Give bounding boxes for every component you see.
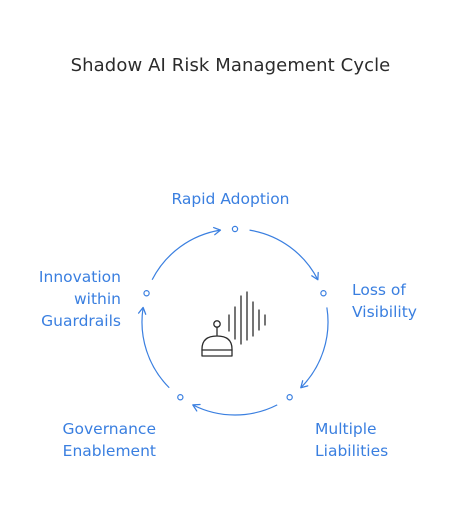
stage-marker-dot (320, 290, 327, 297)
cycle-arrow-arc (137, 306, 170, 389)
stage-label-governance-enablement: Governance Enablement (10, 418, 156, 462)
stage-label-line: Innovation (38, 268, 121, 286)
stage-label-line: Multiple (315, 420, 377, 438)
stage-label-line: Rapid Adoption (171, 190, 290, 208)
robot-with-sound-wave-icon (201, 291, 266, 357)
cycle-arrow-arc (249, 229, 319, 281)
stage-label-multiple-liabilities: Multiple Liabilities (315, 418, 388, 462)
stage-label-innovation-within-guardrails: Innovation within Guardrails (0, 266, 121, 332)
diagram-title: Shadow AI Risk Management Cycle (70, 55, 391, 76)
stage-marker-dot (177, 394, 184, 401)
stage-label-rapid-adoption: Rapid Adoption (0, 188, 461, 210)
stage-label-loss-of-visibility: Loss of Visibility (352, 279, 417, 323)
stage-label-line: Liabilities (315, 442, 389, 460)
stage-label-line: within (73, 290, 121, 308)
cycle-markers (143, 225, 327, 401)
stage-label-line: Enablement (62, 442, 156, 460)
cycle-arrow-arc (300, 307, 329, 389)
cycle-arrow-arc (192, 403, 278, 416)
stage-label-line: Loss of (352, 281, 406, 299)
cycle-arcs (137, 226, 329, 416)
stage-marker-dot (231, 225, 239, 233)
stage-label-line: Guardrails (41, 312, 121, 330)
stage-marker-dot (143, 290, 150, 297)
stage-marker-dot (286, 394, 293, 401)
cycle-arrow-arc (151, 226, 222, 281)
stage-label-line: Visibility (352, 303, 417, 321)
stage-label-line: Governance (62, 420, 156, 438)
